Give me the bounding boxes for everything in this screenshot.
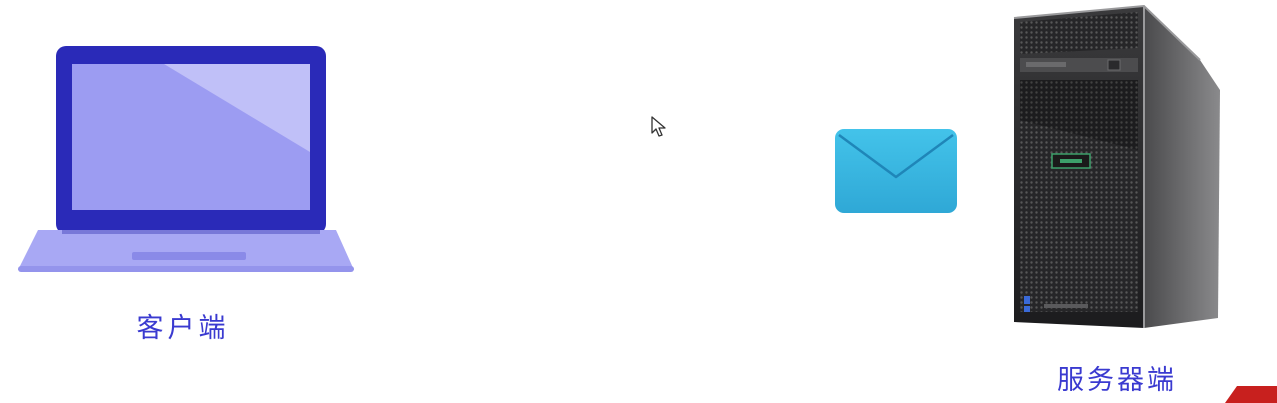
server-label: 服务器端	[1057, 365, 1177, 396]
mouse-pointer-icon	[651, 116, 666, 137]
server-tower-icon	[1013, 4, 1220, 328]
corner-ribbon-icon	[1225, 386, 1277, 403]
envelope-icon	[835, 129, 957, 213]
laptop-icon	[18, 46, 354, 272]
client-label: 客户端	[136, 313, 230, 344]
